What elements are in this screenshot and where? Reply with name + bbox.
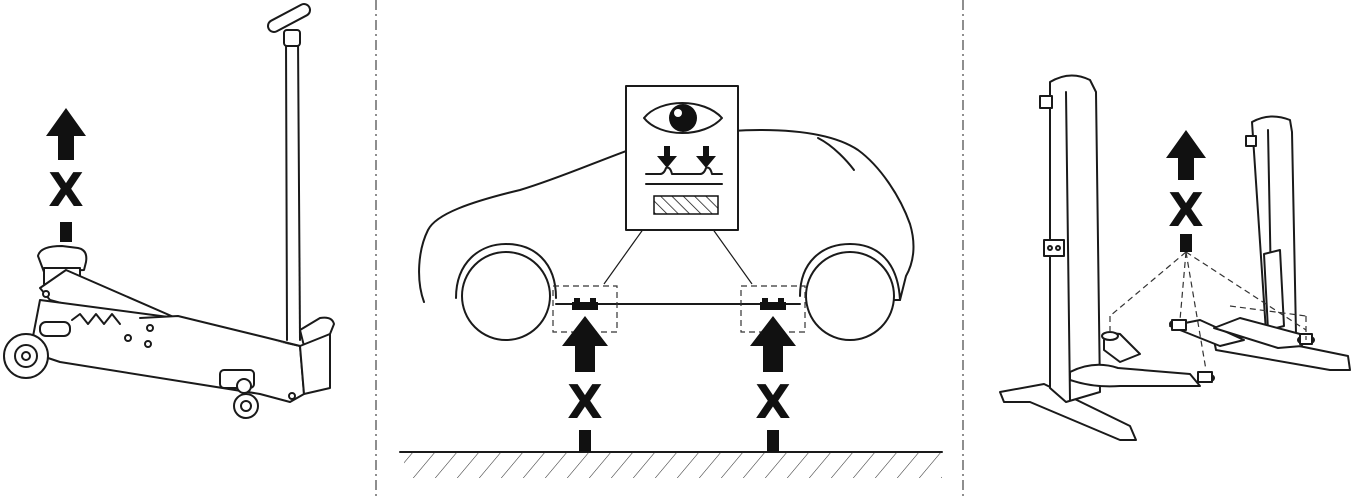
forbidden-x-mark: X xyxy=(48,163,83,217)
lift-point-guide-lines xyxy=(1109,251,1307,371)
callout-line-rear xyxy=(711,227,753,285)
arrow-tail-dash xyxy=(579,430,591,452)
floor-jack-icon xyxy=(3,3,335,419)
up-arrow-icon xyxy=(750,316,796,372)
front-lift-point-marker xyxy=(572,298,598,310)
forbidden-x-mark-front: X xyxy=(567,375,602,429)
up-arrow-icon xyxy=(46,108,86,160)
inspect-detail-callout xyxy=(625,85,739,231)
up-arrow-icon xyxy=(1166,130,1206,180)
pad-hatch-icon xyxy=(653,195,719,215)
two-post-lift-panel: X xyxy=(999,74,1351,441)
down-arrow-icon xyxy=(657,146,716,168)
callout-line-front xyxy=(603,227,645,285)
two-post-lift-icon xyxy=(999,74,1351,441)
car-lift-points-panel: X X xyxy=(399,85,943,478)
rear-lift-point-marker xyxy=(760,298,786,310)
floor-jack-panel: X xyxy=(3,3,335,419)
up-arrow-icon xyxy=(562,316,608,372)
car-silhouette-icon xyxy=(418,129,915,341)
arrow-tail-dash xyxy=(1180,234,1192,252)
forbidden-x-mark: X xyxy=(1168,183,1203,237)
arrow-tail-dash xyxy=(767,430,779,452)
ground-hatch-icon xyxy=(404,452,942,478)
eye-icon xyxy=(643,102,723,134)
forbidden-x-mark-rear: X xyxy=(755,375,790,429)
arrow-tail-dash xyxy=(60,222,72,242)
